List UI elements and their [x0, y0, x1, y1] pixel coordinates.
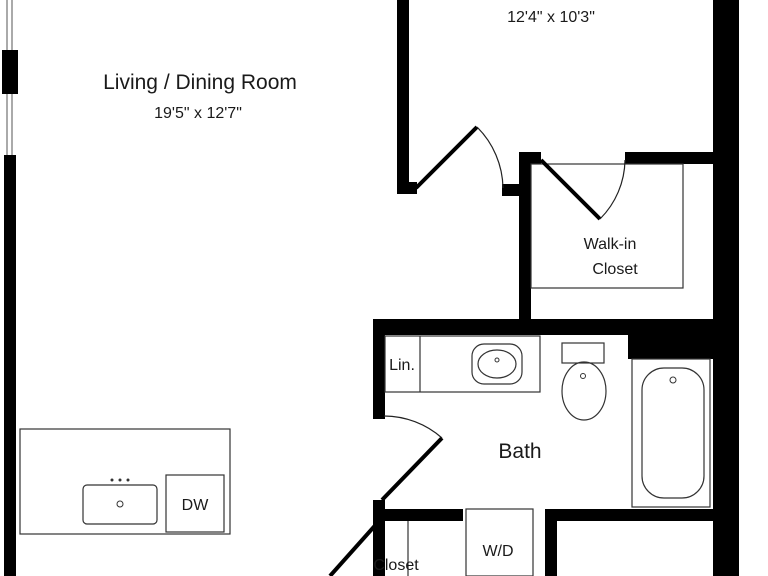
linen-closet-label: Lin.	[389, 357, 415, 374]
bath-label: Bath	[498, 440, 541, 463]
walk-in-closet	[530, 158, 684, 289]
right-exterior-wall	[713, 0, 739, 576]
bedroom-door	[414, 125, 504, 190]
bedroom-dimensions: 12'4" x 10'3"	[507, 9, 595, 26]
walk-in-closet-label-line1: Walk-in	[584, 236, 637, 253]
bath-door	[380, 415, 444, 502]
closet-label: Closet	[373, 557, 419, 574]
living-dining-room-label: Living / Dining Room	[103, 71, 297, 94]
washer-dryer-label: W/D	[482, 543, 513, 560]
toilet	[561, 342, 607, 421]
left-exterior-wall	[2, 0, 18, 576]
kitchen-counter	[19, 428, 231, 535]
bedroom-walls	[397, 0, 715, 322]
walk-in-closet-label-line2: Closet	[592, 261, 638, 278]
living-dining-room-dimensions: 19'5" x 12'7"	[154, 105, 242, 122]
bathtub	[631, 358, 711, 508]
bath-walls	[373, 319, 715, 576]
vanity	[384, 335, 541, 393]
dishwasher-label: DW	[182, 497, 210, 514]
closet-and-laundry	[328, 508, 534, 576]
